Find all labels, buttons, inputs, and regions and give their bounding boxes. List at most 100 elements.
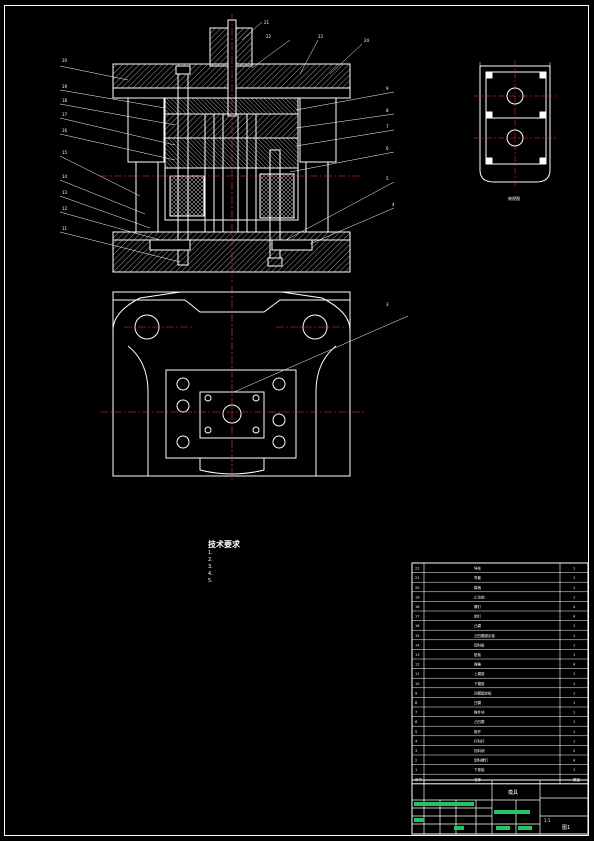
bom-no: 3 xyxy=(415,749,417,753)
bom-qty: 1 xyxy=(573,586,575,590)
part-detail-view xyxy=(474,60,556,188)
bom-name: 推件块 xyxy=(474,710,485,715)
bom-qty: 1 xyxy=(573,730,575,734)
tech-note: 2. xyxy=(208,557,213,563)
svg-text:3: 3 xyxy=(386,302,389,307)
guide-post-right xyxy=(302,314,328,340)
bom-name: 弹簧 xyxy=(474,662,482,667)
bom-no: 2 xyxy=(415,759,417,763)
tech-note: 1. xyxy=(208,550,213,556)
leaders-left xyxy=(59,65,181,263)
svg-text:23: 23 xyxy=(318,34,324,39)
bom-qty: 1 xyxy=(573,711,575,715)
bom-qty: 1 xyxy=(573,567,575,571)
svg-text:6: 6 xyxy=(386,146,389,151)
bom-qty: 2 xyxy=(573,749,575,753)
guide-bush-left xyxy=(127,97,165,163)
bom-name: 推杆 xyxy=(474,729,482,734)
bom-no: 15 xyxy=(415,634,419,638)
bom-name: 卸料板 xyxy=(474,642,485,647)
bom-no: 21 xyxy=(415,576,419,580)
backing-plate xyxy=(164,97,299,115)
bom-no: 14 xyxy=(415,643,420,647)
bom-row: 3 挡料销 2 xyxy=(415,748,575,753)
bom-no: 1 xyxy=(415,768,417,772)
bom-qty: 1 xyxy=(573,682,575,686)
bom-qty: 1 xyxy=(573,643,575,647)
bom-name: 卸料螺钉 xyxy=(474,758,488,763)
die-plate-top xyxy=(165,369,297,459)
bom-qty: 1 xyxy=(573,595,575,599)
bom-no: 9 xyxy=(415,691,417,695)
bom-name: 挡料销 xyxy=(474,748,485,753)
bom-qty: 数量 xyxy=(573,777,581,782)
leaders-right xyxy=(233,21,409,393)
svg-text:7: 7 xyxy=(386,124,389,129)
bom-qty: 1 xyxy=(573,576,575,580)
bom-name: 螺钉 xyxy=(474,604,482,609)
bom-name: 凸模 xyxy=(474,623,482,628)
tech-notes-title: 技术要求 xyxy=(208,540,240,549)
bom-qty: 1 xyxy=(573,768,575,772)
svg-text:17: 17 xyxy=(62,112,68,117)
bom-name: 名称 xyxy=(474,777,482,782)
bom-frame xyxy=(411,562,589,785)
bom-name: 导柱 xyxy=(474,566,482,571)
bom-name: 模柄 xyxy=(474,585,482,590)
tech-note: 3. xyxy=(208,564,213,570)
svg-text:5: 5 xyxy=(386,176,389,181)
bom-no: 5 xyxy=(415,730,417,734)
svg-text:12: 12 xyxy=(62,206,68,211)
front-section-view xyxy=(100,14,362,282)
bom-no: 6 xyxy=(415,720,417,724)
svg-text:21: 21 xyxy=(264,20,270,25)
svg-text:15: 15 xyxy=(62,150,68,155)
svg-text:11: 11 xyxy=(62,226,68,231)
bom-header: 序号名称数量 xyxy=(415,777,581,782)
svg-text:22: 22 xyxy=(266,34,272,39)
drawing-scale: 1:1 xyxy=(544,818,551,823)
bom-row: 18 螺钉 4 xyxy=(415,604,576,609)
bom-name: 下垫板 xyxy=(474,767,485,772)
svg-text:8: 8 xyxy=(386,108,389,113)
bom-qty: 4 xyxy=(573,759,576,763)
bom-no: 8 xyxy=(415,701,417,705)
bom-no: 4 xyxy=(415,739,418,743)
bom-qty: 1 xyxy=(573,672,575,676)
bom-qty: 4 xyxy=(573,605,576,609)
bom-no: 13 xyxy=(415,653,419,657)
svg-text:20: 20 xyxy=(62,58,68,63)
bom-name: 导套 xyxy=(474,575,482,580)
punch-holder xyxy=(164,113,299,139)
bom-no: 20 xyxy=(415,586,419,590)
svg-text:13: 13 xyxy=(62,190,68,195)
tech-note: 4. xyxy=(208,571,213,577)
bom-row: 1 下垫板 1 xyxy=(415,767,575,772)
bom-no: 18 xyxy=(415,605,419,609)
bom-qty: 1 xyxy=(573,701,575,705)
svg-text:18: 18 xyxy=(62,98,68,103)
bom-qty: 1 xyxy=(573,624,575,628)
bom-row: 21 导套 1 xyxy=(415,575,575,580)
top-plan-view xyxy=(100,286,364,480)
bom-name: 销钉 xyxy=(474,614,482,619)
svg-text:16: 16 xyxy=(62,128,68,133)
bom-name: 打料杆 xyxy=(474,738,485,743)
svg-text:4: 4 xyxy=(392,202,395,207)
bom-qty: 1 xyxy=(573,739,575,743)
lower-die-base xyxy=(112,231,351,273)
bom-no: 17 xyxy=(415,615,419,619)
tech-note: 5. xyxy=(208,578,213,584)
bom-row: 2 卸料螺钉 4 xyxy=(415,758,576,763)
